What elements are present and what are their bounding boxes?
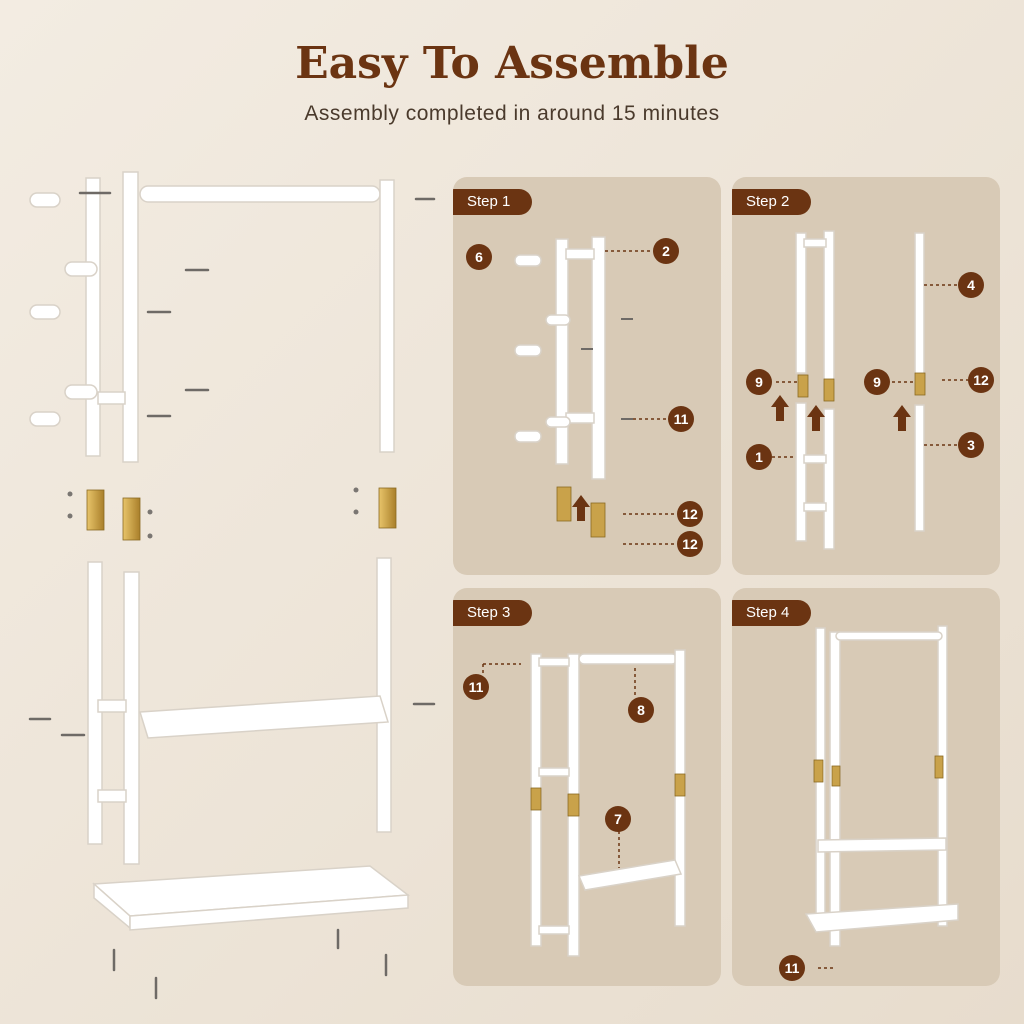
- part-badge: 9: [746, 369, 772, 395]
- part-badge: 8: [628, 697, 654, 723]
- part-badge: 7: [605, 806, 631, 832]
- part-badge: 4: [958, 272, 984, 298]
- part-badge: 6: [466, 244, 492, 270]
- part-badge: 11: [668, 406, 694, 432]
- part-badge: 3: [958, 432, 984, 458]
- step-1-diagram: [514, 236, 677, 545]
- step-3-diagram: [482, 649, 686, 957]
- part-badge: 12: [677, 501, 703, 527]
- part-badge: 12: [968, 367, 994, 393]
- step-4-panel: Step 4 11: [732, 588, 1000, 986]
- step-2-label: Step 2: [732, 189, 812, 215]
- step-3-label: Step 3: [453, 600, 533, 626]
- step-4-diagram: [804, 625, 959, 969]
- part-badge: 9: [864, 369, 890, 395]
- part-badge: 11: [779, 955, 805, 981]
- step-2-diagram: [771, 230, 968, 550]
- step-2-panel: Step 2 4 9 9 12 1 3: [732, 177, 1000, 575]
- page-title: Easy To Assemble: [295, 38, 729, 89]
- step-1-label: Step 1: [453, 189, 533, 215]
- part-badge: 2: [653, 238, 679, 264]
- step-4-label: Step 4: [732, 600, 812, 626]
- step-1-panel: Step 1 6 2 11 12 12: [453, 177, 721, 575]
- part-badge: 12: [677, 531, 703, 557]
- step-3-panel: Step 3 11 8 7: [453, 588, 721, 986]
- page-subtitle: Assembly completed in around 15 minutes: [304, 102, 720, 125]
- part-badge: 11: [463, 674, 489, 700]
- exploded-view-diagram: [28, 171, 436, 1000]
- part-badge: 1: [746, 444, 772, 470]
